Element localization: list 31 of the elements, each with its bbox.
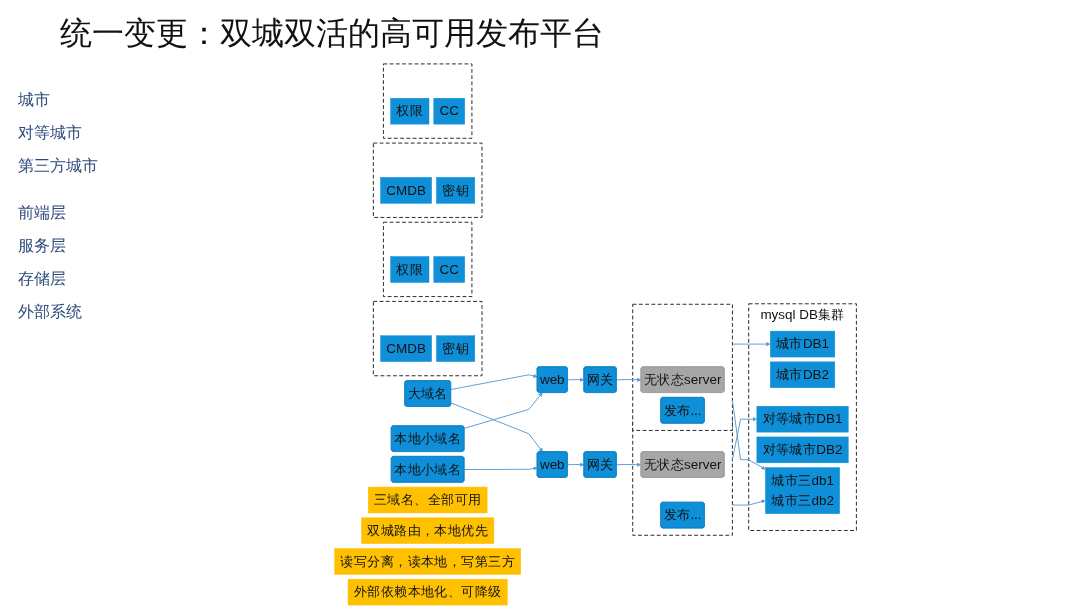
node-box: CMDB	[380, 335, 432, 362]
node-box: 三域名、全部可用	[367, 486, 488, 514]
column-heading: 对等城市	[18, 123, 83, 143]
node-box: 权限	[390, 98, 430, 125]
node-box: 对等城市DB1	[756, 406, 849, 433]
node-box: CMDB	[380, 177, 432, 204]
node-box: 城市DB2	[770, 361, 836, 388]
cluster	[372, 142, 483, 218]
node-box: CC	[433, 256, 465, 283]
layer-label: 前端层	[18, 203, 67, 223]
layer-label: 外部系统	[18, 302, 83, 322]
node-box: 对等城市DB2	[756, 436, 849, 464]
cluster	[382, 63, 473, 139]
layer-label: 存储层	[18, 269, 67, 289]
column-heading: 第三方城市	[18, 156, 99, 176]
layer-label: 服务层	[18, 236, 67, 256]
node-box: 密钥	[436, 335, 476, 362]
node-box: 密钥	[436, 177, 476, 204]
cluster	[632, 419, 733, 536]
cluster	[632, 303, 733, 431]
column-heading: 城市	[18, 90, 51, 110]
node-box: 城市三db1 城市三db2	[765, 467, 840, 514]
node-box: 读写分离，读本地，写第三方	[334, 548, 521, 575]
node-box: 权限	[390, 256, 430, 283]
cluster	[382, 221, 473, 298]
node-box: 城市DB1	[770, 330, 836, 358]
slide-title: 统一变更：双城双活的高可用发布平台	[60, 14, 604, 53]
node-box: 外部依赖本地化、可降级	[347, 578, 508, 606]
cluster	[372, 300, 483, 377]
node-box: 双城路由，本地优先	[361, 517, 495, 544]
node-box: CC	[433, 98, 465, 125]
